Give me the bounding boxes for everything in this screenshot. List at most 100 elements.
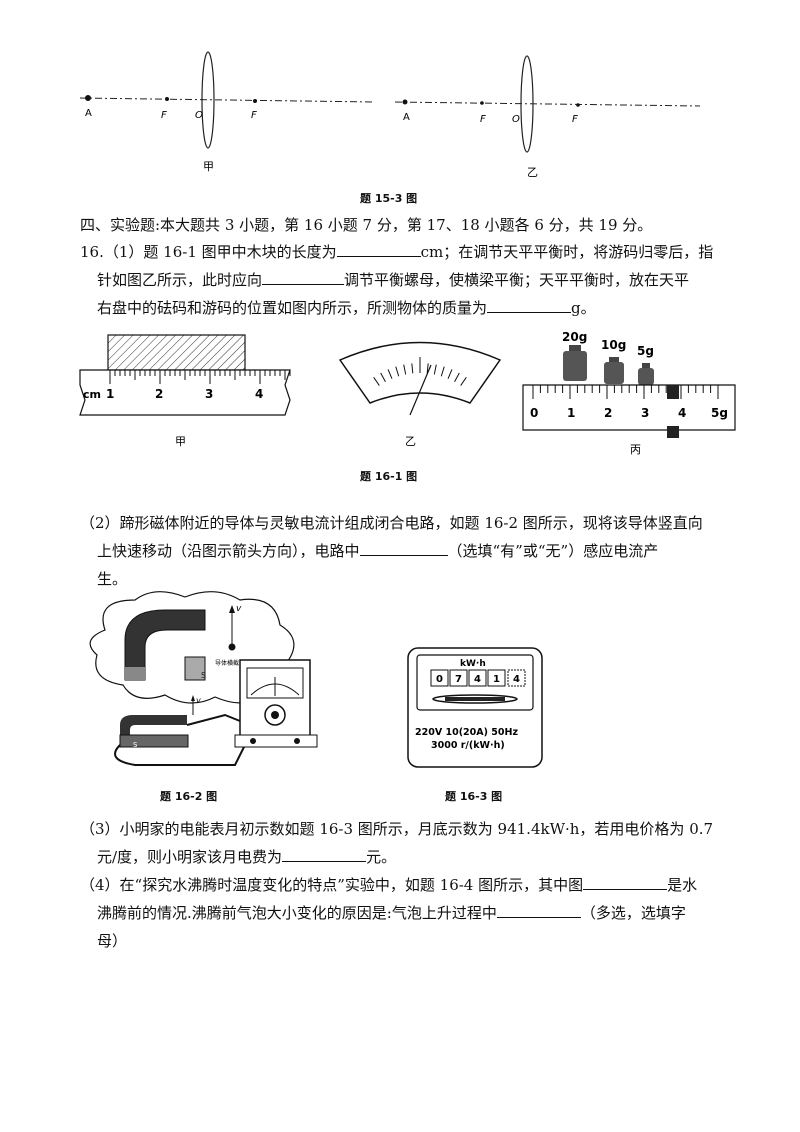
ruler-tick-3: 3 xyxy=(205,387,213,401)
magnet-s-label-big: S xyxy=(201,671,206,680)
q16-p2-line2: 上快速移动（沿图示箭头方向），电路中 （选填“有”或“无”）感应电流产 xyxy=(97,537,658,565)
q16-p1-text-a: 16.（1）题 16-1 图甲中木块的长度为 xyxy=(80,243,337,261)
meter-digit-1: 0 xyxy=(436,674,443,685)
q16-p3-line2: 元/度，则小明家该月电费为 元。 xyxy=(97,843,396,871)
focus-f2-right: F xyxy=(572,114,578,125)
tick-mark xyxy=(403,364,407,375)
figure-16-3: kW·h 0 7 4 1 4 220V 10(20A) 50Hz 3000 r/… xyxy=(405,645,545,770)
q16-p1-text-d: 调节平衡螺母，使横梁平衡；天平平衡时，放在天平 xyxy=(344,271,690,289)
weight-5g xyxy=(638,368,654,385)
tick-mark xyxy=(460,377,467,386)
tick-mark xyxy=(387,369,393,379)
q16-p3-text-a: 元/度，则小明家该月电费为 xyxy=(97,848,283,866)
rider-top xyxy=(667,385,679,399)
balance-pointer-figure: 乙 xyxy=(338,341,502,448)
fig16-1-label-bing: 丙 xyxy=(630,443,641,456)
ruler-figure: cm 1 2 3 4 甲 xyxy=(79,334,291,448)
tick-mark xyxy=(395,366,400,377)
tick-mark xyxy=(447,369,453,379)
ruler-unit: cm xyxy=(83,388,101,401)
q16-p2-line3: 生。 xyxy=(97,570,128,588)
figure-16-2: S v 导体横截面 S v xyxy=(75,585,335,805)
beam-tick-1: 1 xyxy=(567,406,575,420)
q16-p1-line2: 针如图乙所示，此时应向 调节平衡螺母，使横梁平衡；天平平衡时，放在天平 xyxy=(97,266,689,294)
meter-spec-1: 220V 10(20A) 50Hz xyxy=(415,727,518,738)
q16-p1-text-e: 右盘中的砝码和游码的位置如图内所示，所测物体的质量为 xyxy=(97,299,488,317)
tick-mark xyxy=(380,372,386,383)
meter-unit: kW·h xyxy=(460,659,486,669)
q16-p1-text-c: 针如图乙所示，此时应向 xyxy=(97,271,263,289)
beam-tick-5: 5g xyxy=(711,406,728,420)
q16-p4-line1: （4）在“探究水沸腾时温度变化的特点”实验中，如题 16-4 图所示，其中图是水 xyxy=(80,871,697,899)
q16-p1-text-b: cm；在调节天平平衡时，将游码归零后，指 xyxy=(420,243,714,261)
answer-blank-fee[interactable] xyxy=(282,843,367,862)
velocity-label-cloud: v xyxy=(236,604,242,614)
figure-16-2-svg: S v 导体横截面 S v xyxy=(89,591,318,766)
q16-p3-text-b: 元。 xyxy=(366,848,397,866)
ruler-tick-1: 1 xyxy=(106,387,114,401)
tick-mark xyxy=(411,363,414,374)
lens-diagrams: A F O F 甲 A F O F 乙 xyxy=(79,51,701,179)
tick-mark xyxy=(440,366,445,377)
q16-p2-text-a: 上快速移动（沿图示箭头方向），电路中 xyxy=(97,542,360,560)
beam-tick-2: 2 xyxy=(604,406,612,420)
tick-mark xyxy=(426,363,429,374)
tick-mark xyxy=(373,377,380,386)
conductor-caption: 导体横截面 xyxy=(215,659,245,667)
q16-p4-text-a: （4）在“探究水沸腾时温度变化的特点”实验中，如题 16-4 图所示，其中图 xyxy=(80,876,584,894)
answer-blank-current[interactable] xyxy=(359,537,448,556)
answer-blank-length[interactable] xyxy=(336,238,421,257)
fig16-1-label-jia: 甲 xyxy=(175,435,186,448)
q16-p4-line3: 母） xyxy=(97,932,128,950)
point-a-right: A xyxy=(403,112,410,123)
ruler-tick-4: 4 xyxy=(255,387,263,401)
caption-16-2: 题 16-2 图 xyxy=(160,790,218,803)
beam-tick-4: 4 xyxy=(678,406,686,420)
q16-p1-line1: 16.（1）题 16-1 图甲中木块的长度为 cm；在调节天平平衡时，将游码归零后… xyxy=(80,238,713,266)
center-o-right: O xyxy=(512,114,520,125)
magnet-s-label-small: S xyxy=(133,741,138,749)
q16-p1-text-f: g。 xyxy=(571,299,596,317)
answer-blank-direction[interactable] xyxy=(262,266,345,285)
weight-10g-label: 10g xyxy=(601,338,626,352)
beam-tick-0: 0 xyxy=(530,406,538,420)
focus-f2-left: F xyxy=(251,110,257,121)
q16-p4-line2: 沸腾前的情况.沸腾前气泡大小变化的原因是:气泡上升过程中 （多选，选填字 xyxy=(97,899,686,927)
meter-digit-3: 4 xyxy=(474,674,481,685)
rider-bottom xyxy=(667,426,679,438)
weights-beam-figure: 20g 10g 5g 0 1 2 3 4 5g 丙 xyxy=(522,330,736,456)
weight-10g xyxy=(604,362,624,384)
q16-p2-text-b: （选填“有”或“无”）感应电流产 xyxy=(447,542,659,560)
center-o-left: O xyxy=(195,110,203,121)
q16-p1-line3: 右盘中的砝码和游码的位置如图内所示，所测物体的质量为 g。 xyxy=(97,294,596,322)
energy-meter: kW·h 0 7 4 1 4 220V 10(20A) 50Hz 3000 r/… xyxy=(407,647,543,768)
figure-16-1: cm 1 2 3 4 甲 乙 20g 10g 5g 0 xyxy=(75,325,745,495)
section-heading: 四、实验题:本大题共 3 小题，第 16 小题 7 分，第 17、18 小题各 … xyxy=(80,216,653,234)
meter-digit-4: 1 xyxy=(493,674,500,685)
q16-p2-line1: （2）蹄形磁体附近的导体与灵敏电流计组成闭合电路，如题 16-2 图所示，现将该… xyxy=(80,514,703,532)
balance-pointer xyxy=(409,364,432,416)
weight-20g xyxy=(563,351,587,381)
figure-15-3: A F O F 甲 A F O F 乙 xyxy=(75,50,705,210)
weight-20g-label: 20g xyxy=(562,330,587,344)
meter-digit-5: 4 xyxy=(513,674,520,685)
q16-p4-text-c: 沸腾前的情况.沸腾前气泡大小变化的原因是:气泡上升过程中 xyxy=(97,904,497,922)
beam-tick-3: 3 xyxy=(641,406,649,420)
figure-16-1-svg: cm 1 2 3 4 甲 乙 20g 10g 5g 0 xyxy=(79,330,736,456)
tick-mark xyxy=(433,364,437,375)
point-a-left: A xyxy=(85,108,92,119)
focus-f1-right: F xyxy=(480,114,486,125)
fig16-1-label-yi: 乙 xyxy=(405,435,416,448)
caption-16-3: 题 16-3 图 xyxy=(445,790,503,803)
answer-blank-mass[interactable] xyxy=(487,294,572,313)
caption-15-3: 题 15-3 图 xyxy=(360,192,418,205)
meter-spec-2: 3000 r/(kW·h) xyxy=(431,740,505,751)
q16-p3-line1: （3）小明家的电能表月初示数如题 16-3 图所示，月底示数为 941.4kW·… xyxy=(80,820,714,838)
answer-blank-figure[interactable] xyxy=(583,871,668,890)
label-yi: 乙 xyxy=(527,166,538,179)
label-jia: 甲 xyxy=(203,160,214,173)
answer-blank-reason[interactable] xyxy=(496,899,581,918)
meter-digit-2: 7 xyxy=(455,674,462,685)
tick-mark xyxy=(454,372,460,383)
q16-p4-text-d: （多选，选填字 xyxy=(580,904,686,922)
